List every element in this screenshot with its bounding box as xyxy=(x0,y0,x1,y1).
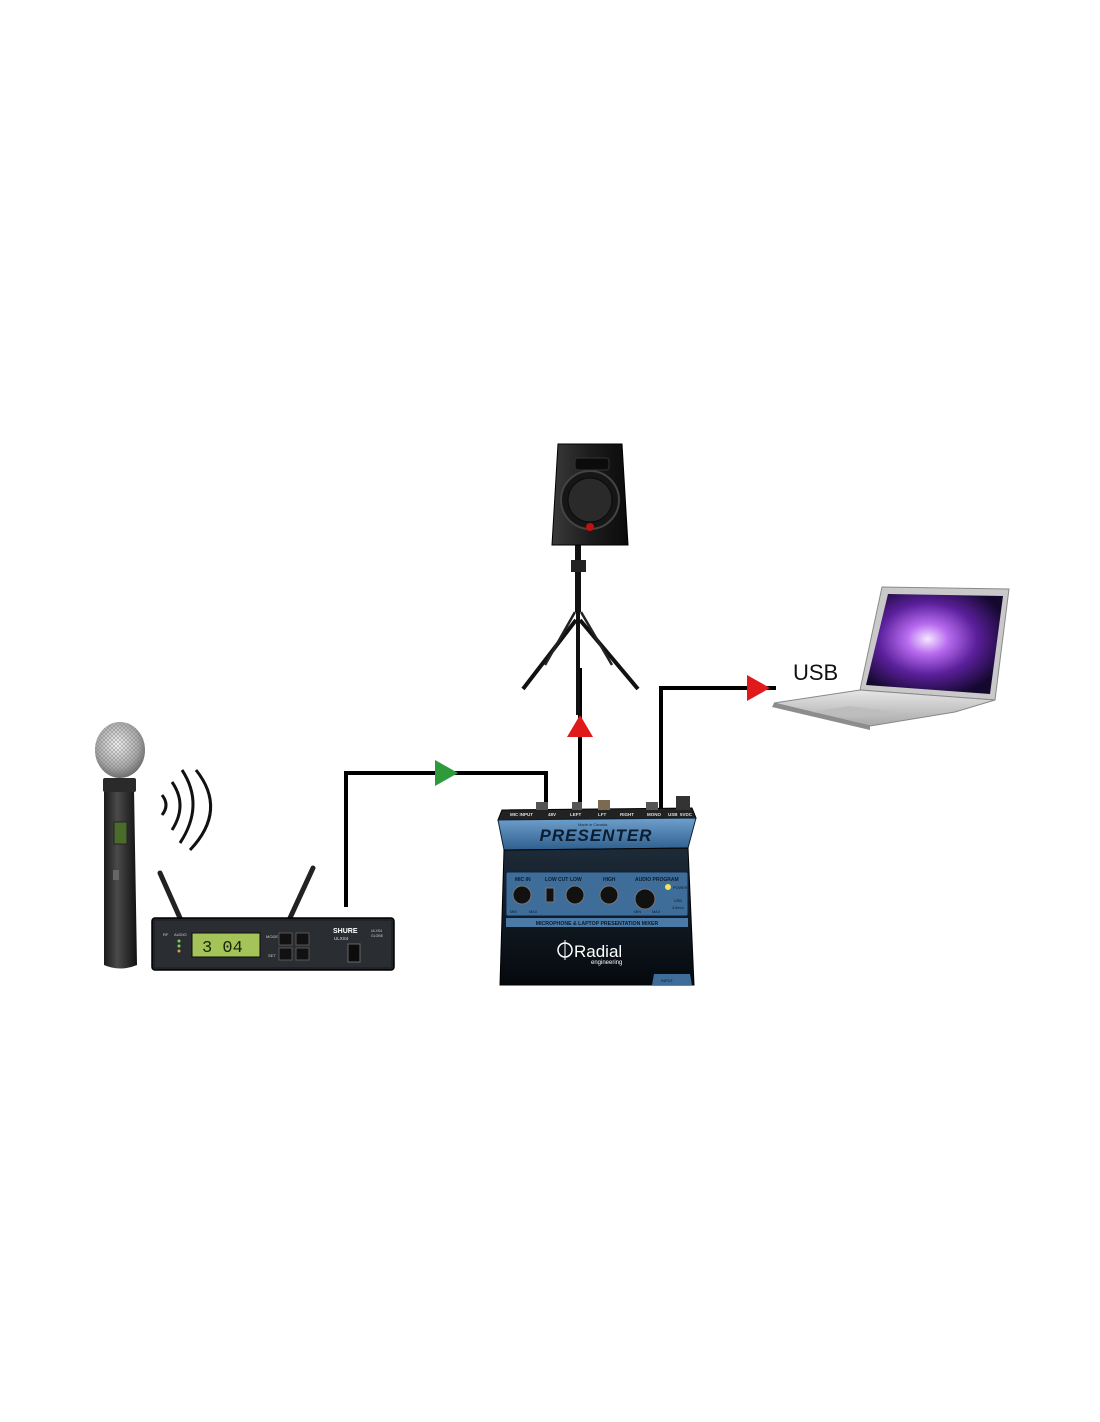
knob-label-mic-in: MIC IN xyxy=(515,877,531,883)
program-max-label: MAX xyxy=(652,910,661,914)
laptop xyxy=(772,586,1010,730)
mic-in-knob xyxy=(512,885,532,905)
mic-min-label: MIN xyxy=(510,910,517,914)
receiver-side-model: ULXS4 xyxy=(371,929,382,933)
input-arrow-green xyxy=(435,760,458,786)
program-min-label: MIN xyxy=(634,910,641,914)
receiver-rf-label: RF xyxy=(163,932,169,937)
speaker-on-stand xyxy=(521,443,640,715)
mixer-made-in: Made in Canada xyxy=(578,822,608,827)
power-label: POWER xyxy=(673,886,688,890)
presenter-mixer: MIC INPUT 48V LEFT LFT RIGHT MONO USB 5V… xyxy=(497,796,697,986)
high-knob xyxy=(599,885,619,905)
knob-label-low: LOW xyxy=(570,877,582,883)
low-knob xyxy=(565,885,585,905)
jack-5vdc-label: 5VDC xyxy=(680,812,693,817)
receiver-model: ULXS4 xyxy=(334,936,349,941)
power-led xyxy=(665,884,671,890)
wireless-signal-icon xyxy=(160,769,212,852)
receiver-lcd-value: 3 04 xyxy=(202,939,243,958)
jack-mic-input-label: MIC INPUT xyxy=(510,812,533,817)
program-mm-label: 3.5mm xyxy=(672,906,684,910)
cable-mixer-to-laptop xyxy=(659,686,776,808)
output-arrow-laptop-red xyxy=(747,675,770,701)
jack-left-label: LEFT xyxy=(570,812,581,817)
receiver-audio-label: AUDIO xyxy=(174,932,187,937)
receiver-side-globe: GLOBE xyxy=(371,934,384,938)
antenna-left xyxy=(157,870,183,921)
mixer-input-label: INPUT xyxy=(661,978,674,983)
receiver-brand: SHURE xyxy=(333,928,358,935)
knob-label-high: HIGH xyxy=(603,877,616,883)
mixer-brand-sub: engineering xyxy=(591,960,622,966)
wireless-microphone xyxy=(95,722,145,969)
mixer-title: PRESENTER xyxy=(540,826,653,845)
jack-mono-label: MONO xyxy=(647,812,661,817)
knob-label-low-cut: LOW CUT xyxy=(545,877,568,883)
wireless-receiver: 3 04 SHURE ULXS4 RF AUDIO MODE SET ULXS4… xyxy=(151,865,395,971)
audio-program-knob xyxy=(634,888,656,910)
usb-connection-label: USB xyxy=(793,660,839,685)
receiver-set-label: SET xyxy=(268,953,276,958)
jack-lft-label: LFT xyxy=(598,812,606,817)
antenna-right xyxy=(287,865,316,921)
jack-48v-label: 48V xyxy=(548,812,556,817)
receiver-mode-label: MODE xyxy=(266,934,278,939)
jack-usb-label: USB xyxy=(668,812,678,817)
mixer-subtitle: MICROPHONE & LAPTOP PRESENTATION MIXER xyxy=(536,921,659,927)
receiver-lcd xyxy=(191,932,261,958)
program-usb-label: USB xyxy=(674,899,682,903)
output-arrow-speaker-red xyxy=(567,715,593,737)
mixer-brand: Radial xyxy=(574,942,622,961)
jack-right-label: RIGHT xyxy=(620,812,634,817)
laptop-screen xyxy=(866,594,1003,694)
low-cut-switch xyxy=(545,887,555,903)
audio-program-label: AUDIO PROGRAM xyxy=(635,877,679,883)
mic-max-label: MAX xyxy=(529,910,538,914)
